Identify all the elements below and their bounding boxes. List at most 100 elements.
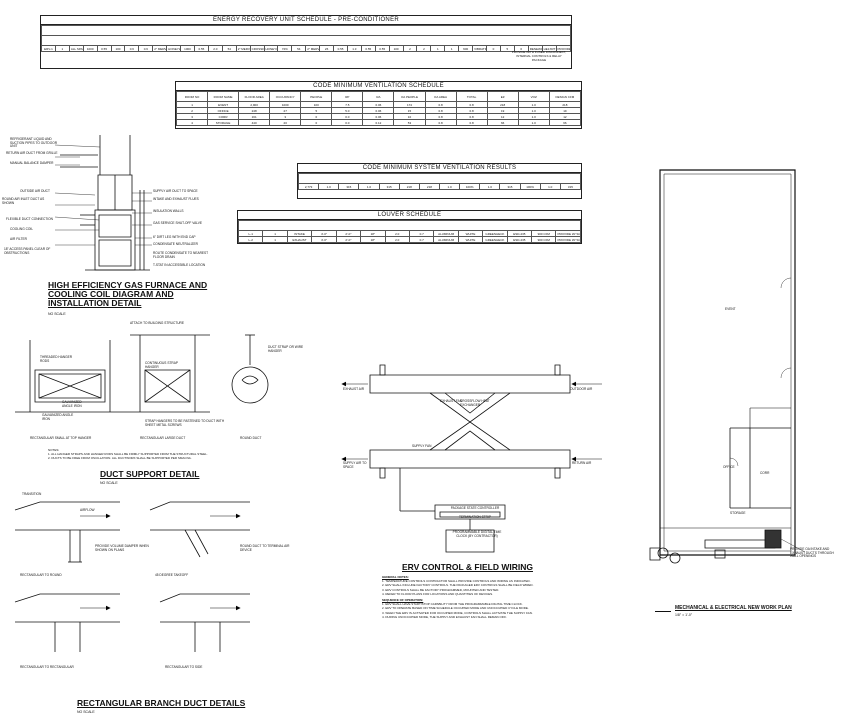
erv-control-diagram [340,335,610,570]
rectangular-duct-large [145,370,190,402]
callout-label: ROUND AIR INLET DUCT AS SHOWN [2,197,45,205]
table-cell: VIBRATION [472,45,487,52]
sequence-2: 2. ERV TO OPERATE BASED ON TIME SCHEDULE… [382,606,529,611]
table-cell: 4 [175,119,209,126]
table-header: ROOM NAME [207,91,240,102]
detail-caption: RECTANGULAR SMALL AT TOP HANGER [30,436,92,440]
table-header: OA AREA [424,91,457,102]
callout-label: T-STAT IN ACCESSIBLE LOCATION [153,263,206,267]
table-cell: 2 [416,45,432,52]
table-header: ROOM NO [175,91,209,102]
general-note-1: 1. TEMPERATURE CONTROLS CONTRACTOR SHALL… [382,579,531,584]
system-results-title: CODE MINIMUM SYSTEM VENTILATION RESULTS [298,164,581,173]
callout-label: ATTACH TO BUILDING STRUCTURE [130,321,184,325]
table-header: VOZ [517,91,550,102]
table-cell: WHITE [457,236,484,243]
supply-duct [370,450,570,468]
callout-label: INSULATION WALLS [153,209,184,213]
table-cell: 2,773 [297,183,320,190]
callout-label: PROVIDE VOLUME DAMPER WHEN SHOWN ON PLAN… [95,544,149,552]
table-header: RA [362,91,395,102]
table-cell: 66 [486,119,519,126]
table-cell: 440 [238,119,271,126]
table-header: TOTAL [455,91,488,102]
sequence-4: 4. DURING UNOCCUPIED MODE, THE SUPPLY AN… [382,614,507,619]
louver-schedule-title: LOUVER SCHEDULE [238,211,581,220]
table-cell: 1.0 [539,183,561,190]
table-cell: 54 [291,45,307,52]
general-note-4: 4. REFER TO FLOOR PLANS FOR LOCATIONS AN… [382,591,494,596]
duct-support-note-heading: NOTES: [48,448,60,452]
table-cell: 1.0 [517,119,550,126]
callout-label: GALVANIZED ANGLE IRON [42,413,74,421]
table-header: PEOPLE [300,91,333,102]
table-cell: 0.8 [424,119,457,126]
table-cell: 1 [430,45,446,52]
erv-schedule-title: ENERGY RECOVERY UNIT SCHEDULE - PRE-COND… [41,16,571,25]
table-cell: 20 [269,119,302,126]
table-cell: 0.55 [96,45,112,52]
sequence-3: 3. WHEN THE ERV IS ACTIVATED FOR OCCUPIE… [382,610,533,615]
callout-label: 18" ACCESS PANEL CLEAR OF OBSTRUCTIONS [4,247,51,255]
table-cell: ESD-435 [506,236,533,243]
table-cell: 1 [262,236,288,243]
table-cell: 218 [398,183,420,190]
table-cell: 100 [388,45,404,52]
duct-support-notes: NOTES: 1. ALL HANGER STRAPS AND HANGER R… [48,448,278,461]
erv-remark: PROVIDE WITH FUSED DISCONNECT, INTERNAL … [511,50,567,62]
callout-label: OUTDOOR AIR [570,387,593,391]
table-header: DESIGN CFM [548,91,582,102]
callout-label: CROSSFLOW HEAT EXCHANGER [460,399,490,407]
room-label: EVENT [725,307,736,311]
callout-label: AIRFLOW [80,508,95,512]
table-cell: 0.55 [333,45,348,52]
duct-support-diagram [10,320,300,445]
general-note-2: 2. ERV SHALL INCLUDE FACTORY CONTROLS. T… [382,583,534,588]
callout-label: RETURN AIR [572,461,592,465]
table-header: OCCUPANCY [269,91,302,102]
sequence-1: 1. ERV SHALL HAVE START/STOP CAPABILITY … [382,602,523,607]
table-cell: PROVIDE WITH FLOOR MOUNT KIT [555,45,572,52]
erv-general-notes: GENERAL NOTES: 1. TEMPERATURE CONTROLS C… [382,575,587,619]
table-cell: 0 [300,119,333,126]
table-cell: 0.55 [360,45,376,52]
table-cell: 2 [402,45,418,52]
callout-label: AIR FILTER [10,237,27,241]
callout-label: OUTSIDE AIR DUCT [20,189,50,193]
callout-label: SUPPLY AIR DUCT TO SPACE [153,189,198,193]
furnace-diagram [0,135,230,280]
detail-caption: RECTANGULAR TO SIDE [165,665,203,669]
callout-label: ROUND DUCT TO TERMINAL AIR DEVICE [240,544,290,552]
erv-control-title: ERV CONTROL & FIELD WIRING [402,562,533,572]
room-label: OFFICE [723,465,735,469]
table-cell: ALL SPACES [68,45,84,52]
erv-schedule: ENERGY RECOVERY UNIT SCHEDULE - PRE-COND… [40,15,572,69]
table-cell: 315 [559,183,582,190]
callout-label: INTAKE AND EXHAUST FLUES [153,197,199,201]
plan-scale: 1/8" = 1'-0" [675,613,693,617]
table-cell: 1 [54,45,70,52]
callout-label: DUCT STRAP OR WIRE HANGER [268,345,304,353]
table-cell: 2" MERV 8 [305,45,321,52]
callout-label: MANUAL BALANCE DAMPER [10,161,54,165]
table-cell: 2" MERV 8 [235,45,251,52]
callout-label: CONDENSATE NEUTRALIZER [153,242,198,246]
ventilation-schedule-title: CODE MINIMUM VENTILATION SCHEDULE [176,82,581,91]
detail-caption: ROUND DUCT [240,436,262,440]
detail-caption: RECTANGULAR LARGE DUCT [140,436,186,440]
callout-label: ROUTE CONDENSATE TO NEAREST FLOOR DRAIN [153,251,209,259]
detail-caption: RECTANGULAR TO RECTANGULAR [20,665,74,669]
table-cell: 0.6 [124,45,140,52]
round-duct [232,367,268,403]
duct-support-scale: NO SCALE [100,481,118,485]
table-cell: HONEYWELL [166,45,182,52]
table-cell: 0.7 [408,236,435,243]
ventilation-schedule: CODE MINIMUM VENTILATION SCHEDULE ROOM N… [175,81,582,129]
table-cell: 218 [418,183,440,190]
table-cell: 1.0 [438,183,461,190]
table-cell: 18" [360,236,386,243]
